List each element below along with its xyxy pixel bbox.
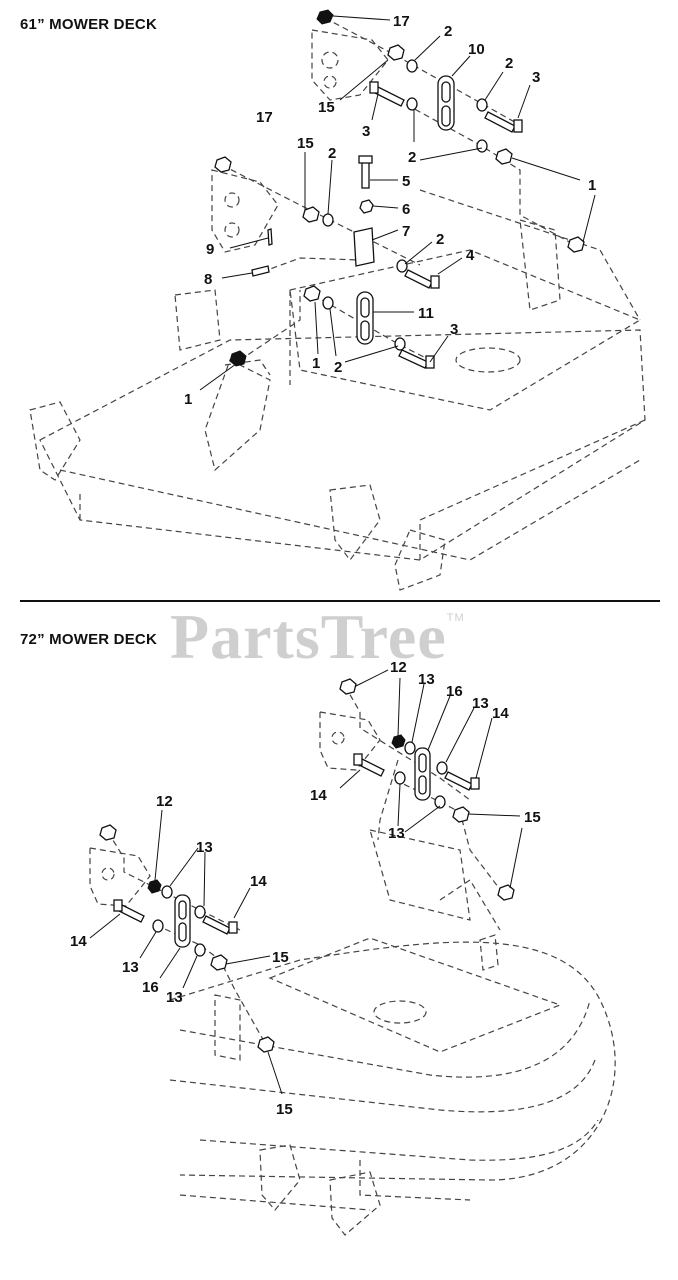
watermark: PartsTreeTM xyxy=(170,600,465,674)
deck-72-outline xyxy=(89,711,616,1236)
callout-72-16b: 16 xyxy=(142,979,159,996)
deck-61-assembly-axes xyxy=(221,17,576,361)
callout-61-11: 11 xyxy=(418,305,434,322)
callout-61-2c: 2 xyxy=(408,149,416,166)
callout-72-14c: 14 xyxy=(250,873,267,890)
callout-72-13b: 13 xyxy=(472,695,489,712)
callout-61-8: 8 xyxy=(204,271,212,288)
deck-72-leaders xyxy=(89,669,523,1095)
callout-61-3a: 3 xyxy=(532,69,540,86)
callout-72-15d: 15 xyxy=(276,1101,293,1118)
watermark-text: PartsTree xyxy=(170,601,447,672)
deck-61-hardware xyxy=(214,9,585,369)
deck-61-outline xyxy=(29,29,646,591)
callout-61-6: 6 xyxy=(402,201,410,218)
callout-61-2b: 2 xyxy=(505,55,513,72)
callout-61-9: 9 xyxy=(206,241,214,258)
callout-72-12a: 12 xyxy=(390,659,407,676)
callout-61-2e: 2 xyxy=(436,231,444,248)
deck-72-hardware xyxy=(99,678,515,1053)
callout-72-13c: 13 xyxy=(388,825,405,842)
callout-61-5: 5 xyxy=(402,173,410,190)
callout-61-1a: 1 xyxy=(588,177,596,194)
callout-61-3b: 3 xyxy=(362,123,370,140)
callout-61-2d: 2 xyxy=(328,145,336,162)
callout-72-13a: 13 xyxy=(418,671,435,688)
watermark-trademark: TM xyxy=(446,612,465,624)
callout-72-12b: 12 xyxy=(156,793,173,810)
callout-72-16a: 16 xyxy=(446,683,463,700)
callout-61-2a: 2 xyxy=(444,23,452,40)
callout-61-4: 4 xyxy=(466,247,475,264)
callout-61-1b: 1 xyxy=(312,355,320,372)
callout-61-3c: 3 xyxy=(450,321,458,338)
section-divider xyxy=(20,600,660,602)
callout-72-13e: 13 xyxy=(122,959,139,976)
section-title-61-deck: 61” MOWER DECK xyxy=(20,16,157,33)
callout-61-15b: 15 xyxy=(297,135,314,152)
callout-72-13f: 13 xyxy=(166,989,183,1006)
deck-61-callouts: 17 2 10 2 3 15 3 2 17 15 2 5 1 6 7 2 4 9… xyxy=(184,13,596,408)
callout-61-17b: 17 xyxy=(256,109,273,126)
callout-61-2f: 2 xyxy=(334,359,342,376)
deck-72-callouts: 12 13 16 13 14 14 13 15 15 12 13 14 14 1… xyxy=(70,659,541,1118)
callout-72-15c: 15 xyxy=(272,949,289,966)
deck-61-leaders xyxy=(199,15,596,391)
callout-61-7: 7 xyxy=(402,223,410,240)
callout-72-14b: 14 xyxy=(310,787,327,804)
callout-61-10: 10 xyxy=(468,41,485,58)
callout-72-14d: 14 xyxy=(70,933,87,950)
callout-72-13d: 13 xyxy=(196,839,213,856)
callout-61-15a: 15 xyxy=(318,99,335,116)
callout-61-1c: 1 xyxy=(184,391,192,408)
callout-72-14a: 14 xyxy=(492,705,509,722)
section-title-72-deck: 72” MOWER DECK xyxy=(20,631,157,648)
callout-72-15a: 15 xyxy=(524,809,541,826)
callout-61-17a: 17 xyxy=(393,13,410,30)
